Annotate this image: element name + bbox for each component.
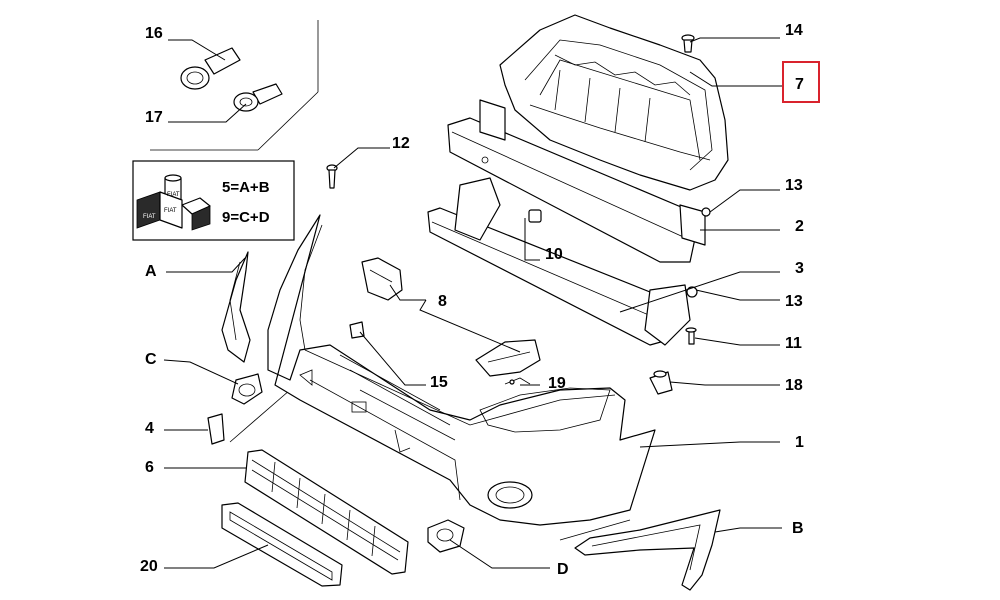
callout-12: 12 — [392, 135, 410, 152]
callout-6: 6 — [145, 459, 154, 476]
kit-box-label-1: FIAT — [143, 214, 156, 220]
kit-legend-box: FIAT FIAT FIAT 5=A+B 9=C+D — [132, 160, 295, 241]
part-10-nut — [528, 209, 542, 223]
part-16-clip — [180, 47, 241, 90]
callout-19: 19 — [548, 375, 566, 392]
callout-7-highlight-box — [782, 61, 820, 103]
callout-15: 15 — [430, 374, 448, 391]
callout-D: D — [557, 561, 569, 578]
callout-4: 4 — [145, 420, 154, 437]
part-13-screw-lower — [686, 286, 698, 298]
callout-17: 17 — [145, 109, 163, 126]
callout-C: C — [145, 351, 157, 368]
part-19-clip — [504, 377, 531, 385]
part-4-cap — [207, 413, 225, 445]
kit-formula-2: 9=C+D — [222, 209, 270, 226]
part-20-plate-holder — [221, 502, 343, 587]
part-18-sensor — [649, 370, 673, 395]
kit-formula-1: 5=A+B — [222, 179, 270, 196]
callout-A: A — [145, 263, 157, 280]
part-17-clip — [233, 83, 283, 112]
part-C-fog-cover-left — [231, 373, 263, 405]
kit-box-label-3: FIAT — [167, 192, 180, 198]
callout-1: 1 — [795, 434, 804, 451]
kit-box-icon: FIAT FIAT FIAT — [136, 174, 211, 231]
callout-18: 18 — [785, 377, 803, 394]
kit-box-label-2: FIAT — [164, 208, 177, 214]
part-B-side-trim-right — [574, 509, 721, 591]
callout-2: 2 — [795, 218, 804, 235]
part-D-fog-cover-right — [427, 519, 465, 553]
callout-13-upper: 13 — [785, 177, 803, 194]
part-15-clip — [349, 321, 365, 339]
part-6-lower-grille — [244, 449, 409, 575]
callout-8: 8 — [438, 293, 447, 310]
callout-13-lower: 13 — [785, 293, 803, 310]
callout-labels: 16 17 12 14 7 13 2 10 3 8 13 11 15 19 18… — [140, 22, 820, 578]
part-13-screw-upper — [701, 207, 711, 217]
part-11-bolt — [685, 327, 697, 345]
part-14-clip — [681, 34, 695, 53]
callout-16: 16 — [145, 25, 163, 42]
callout-14: 14 — [785, 22, 803, 39]
part-8-bracket-upper — [361, 257, 403, 301]
callout-3: 3 — [795, 260, 804, 277]
part-A-side-trim-left — [221, 251, 251, 363]
part-2-bumper-beam — [447, 99, 706, 263]
part-7-front-carrier — [499, 14, 729, 191]
callout-B: B — [792, 520, 804, 537]
leader-lines — [163, 37, 782, 569]
callout-11: 11 — [785, 335, 802, 352]
top-left-frame-lines — [150, 20, 319, 443]
callout-7: 7 — [795, 76, 804, 93]
part-1-bumper-cover — [267, 214, 656, 541]
callout-10: 10 — [545, 246, 563, 263]
part-8-bracket-lower — [475, 339, 541, 377]
part-12-screw — [326, 164, 338, 189]
callout-20: 20 — [140, 558, 158, 575]
